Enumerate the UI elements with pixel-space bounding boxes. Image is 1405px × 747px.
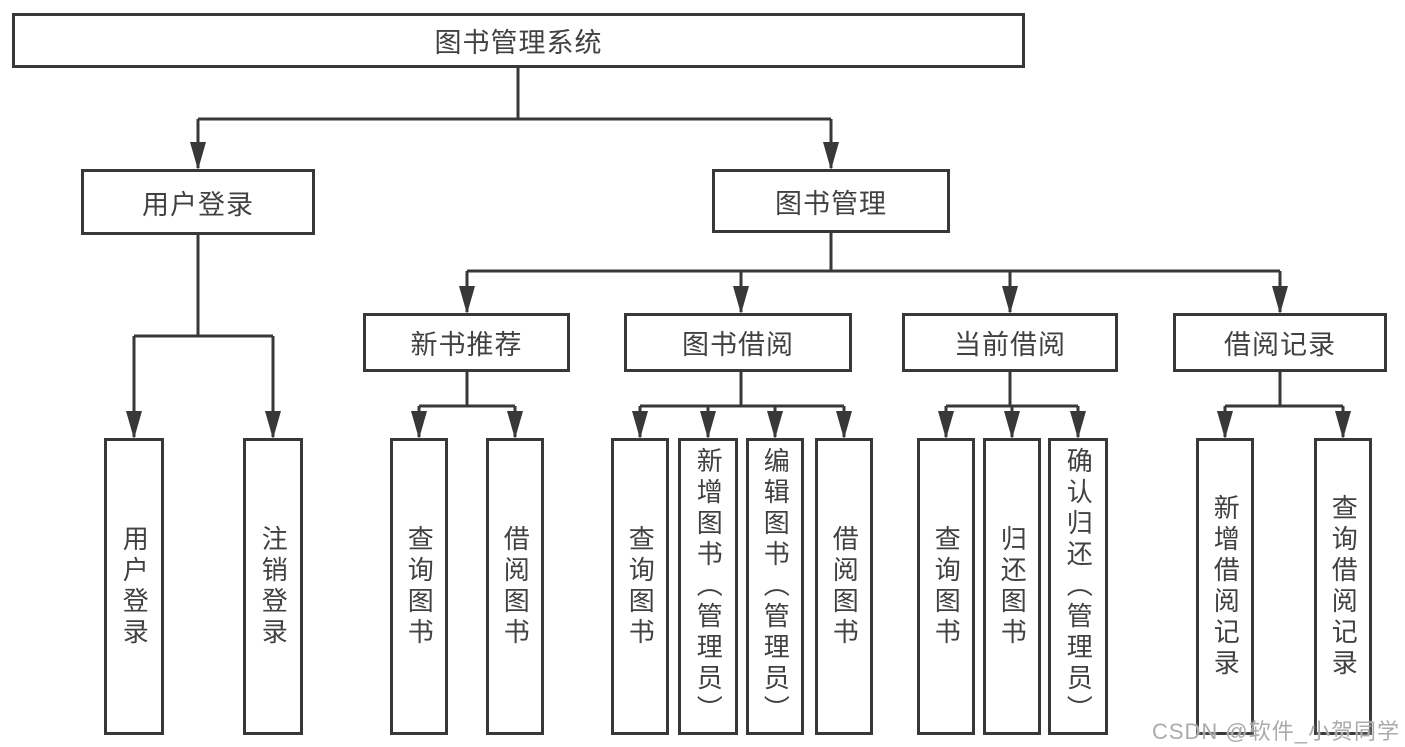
node-book-management-label: 图书管理 <box>775 188 887 219</box>
arrowheads <box>126 142 1351 439</box>
leaf-records-query-record-label: 查询借阅记录 <box>1328 493 1359 680</box>
node-library-system: 图书管理系统 <box>12 13 1025 68</box>
leaf-current-query-books-label: 查询图书 <box>931 524 962 649</box>
leaf-current-confirm-return-admin: 确认归还（管理员） <box>1048 438 1108 735</box>
leaf-records-add-record-label: 新增借阅记录 <box>1210 493 1241 680</box>
leaf-recommend-query-books: 查询图书 <box>390 438 448 735</box>
leaf-user-login-label: 用户登录 <box>119 524 150 649</box>
node-borrow-records: 借阅记录 <box>1173 313 1387 372</box>
leaf-records-query-record: 查询借阅记录 <box>1314 438 1372 735</box>
node-current-borrowing-label: 当前借阅 <box>954 330 1066 360</box>
leaf-borrowing-borrow-books: 借阅图书 <box>815 438 873 735</box>
leaf-borrowing-borrow-books-label: 借阅图书 <box>829 524 860 649</box>
node-library-system-label: 图书管理系统 <box>434 28 603 58</box>
node-current-borrowing: 当前借阅 <box>902 313 1118 372</box>
node-user-login: 用户登录 <box>81 169 315 235</box>
leaf-borrowing-query-books: 查询图书 <box>611 438 669 735</box>
node-new-book-recommend-label: 新书推荐 <box>410 330 523 360</box>
leaf-current-return-books: 归还图书 <box>983 438 1041 735</box>
node-borrow-records-label: 借阅记录 <box>1224 330 1336 360</box>
csdn-watermark: CSDN @软件_小贺同学 <box>1151 719 1400 744</box>
leaf-logout: 注销登录 <box>243 438 303 735</box>
node-new-book-recommend: 新书推荐 <box>363 313 570 372</box>
node-book-borrowing-label: 图书借阅 <box>682 330 794 360</box>
leaf-recommend-borrow-books-label: 借阅图书 <box>500 524 531 649</box>
leaf-borrowing-add-books-admin: 新增图书（管理员） <box>678 438 738 735</box>
node-user-login-label: 用户登录 <box>142 189 254 220</box>
leaf-records-add-record: 新增借阅记录 <box>1196 438 1254 735</box>
leaf-current-query-books: 查询图书 <box>917 438 975 735</box>
node-book-borrowing: 图书借阅 <box>624 313 852 372</box>
node-book-management: 图书管理 <box>712 169 950 233</box>
leaf-borrowing-edit-books-admin: 编辑图书（管理员） <box>746 438 804 735</box>
leaf-current-return-books-label: 归还图书 <box>997 524 1028 649</box>
leaf-borrowing-query-books-label: 查询图书 <box>625 524 656 649</box>
leaf-logout-label: 注销登录 <box>258 524 289 649</box>
leaf-recommend-query-books-label: 查询图书 <box>404 524 435 649</box>
leaf-user-login: 用户登录 <box>104 438 164 735</box>
leaf-borrowing-edit-books-admin-label: 编辑图书（管理员） <box>760 447 791 726</box>
leaf-recommend-borrow-books: 借阅图书 <box>486 438 544 735</box>
leaf-current-confirm-return-admin-label: 确认归还（管理员） <box>1063 447 1094 726</box>
leaf-borrowing-add-books-admin-label: 新增图书（管理员） <box>693 447 724 726</box>
